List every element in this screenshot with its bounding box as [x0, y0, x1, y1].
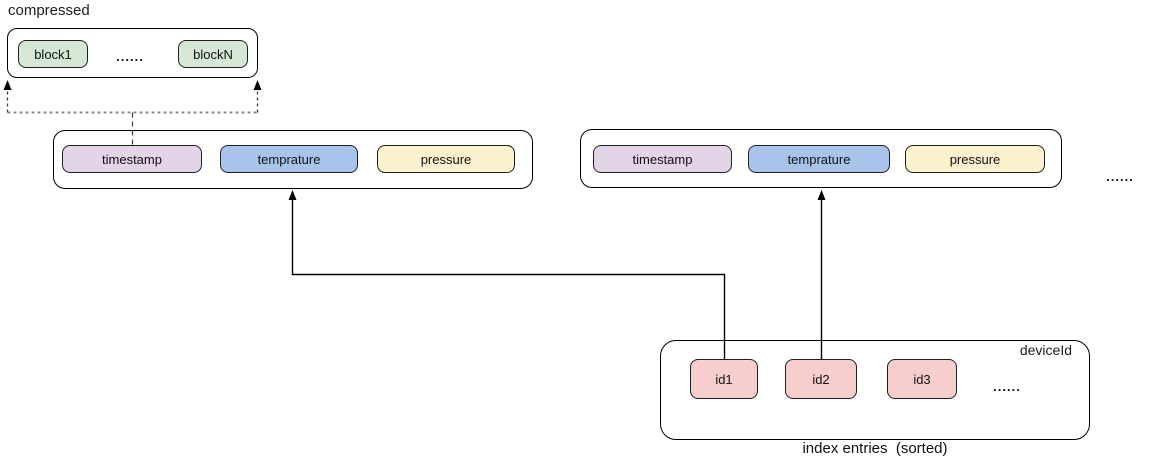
id3-chip: id3	[887, 359, 957, 399]
index-entries-caption: index entries (sorted)	[802, 440, 948, 457]
id1-chip: id1	[690, 359, 758, 399]
ids-ellipsis: ......	[993, 379, 1021, 394]
id2-chip: id2	[785, 359, 857, 399]
arrow-id1-to-row1	[288, 190, 726, 359]
row2-timestamp-chip: timestamp	[593, 145, 732, 173]
index-entries-box	[660, 340, 1090, 440]
rows-ellipsis: ......	[1106, 169, 1134, 184]
arrow-id2-to-row2	[817, 190, 826, 359]
deviceid-label: deviceId	[1019, 342, 1072, 358]
compressed-blocks-box	[7, 28, 258, 78]
record-row-1-box	[53, 130, 533, 189]
blocks-ellipsis: ......	[116, 49, 144, 64]
row1-timestamp-chip: timestamp	[62, 145, 202, 173]
block1-chip: block1	[18, 40, 88, 68]
dashed-arrow-right	[253, 80, 262, 113]
row1-temprature-chip: temprature	[220, 145, 358, 173]
compressed-label: compressed	[8, 2, 90, 19]
row2-pressure-chip: pressure	[905, 145, 1045, 173]
dashed-arrow-left	[3, 80, 12, 113]
record-row-2-box	[580, 129, 1062, 188]
row1-pressure-chip: pressure	[377, 145, 515, 173]
blockN-chip: blockN	[178, 40, 248, 68]
row2-temprature-chip: temprature	[748, 145, 890, 173]
